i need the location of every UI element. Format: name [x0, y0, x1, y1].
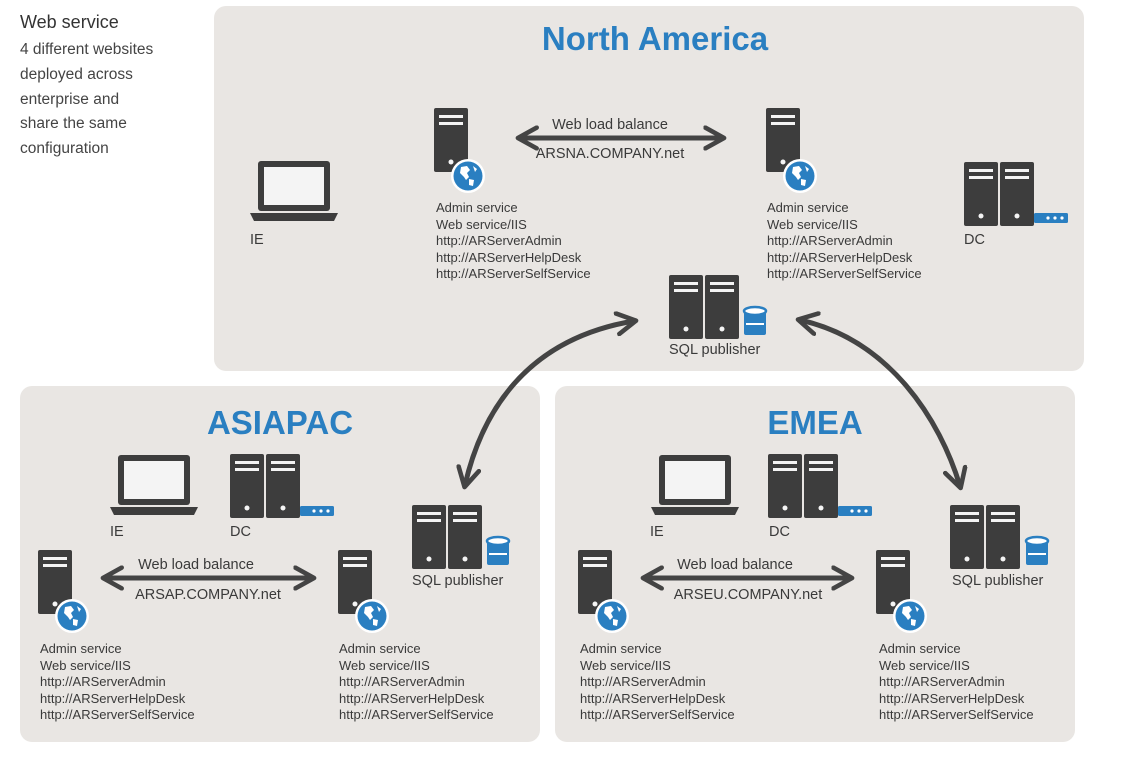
database-icon — [1024, 535, 1050, 567]
server-icon — [266, 454, 300, 518]
intro-line: deployed across — [20, 65, 133, 83]
rack-unit-icon — [300, 506, 334, 516]
replication-arrow-na-asiapac — [465, 321, 634, 485]
server-icon — [705, 275, 739, 339]
service-line: http://ARServerSelfService — [879, 707, 1034, 723]
intro-title: Web service — [20, 12, 119, 32]
server-icon — [448, 505, 482, 569]
service-list: Admin service Web service/IIS http://ARS… — [436, 200, 591, 283]
sql-publisher-label: SQL publisher — [669, 342, 761, 358]
server-icon — [950, 505, 984, 569]
service-line: Admin service — [767, 200, 849, 215]
dc-label: DC — [964, 232, 985, 248]
service-line: http://ARServerAdmin — [40, 674, 166, 690]
globe-icon — [55, 599, 89, 633]
dc-label: DC — [769, 524, 790, 540]
rack-unit-icon — [838, 506, 872, 516]
service-line: http://ARServerHelpDesk — [339, 690, 485, 706]
service-list: Admin service Web service/IIS http://ARS… — [879, 641, 1034, 724]
intro-line: enterprise and — [20, 90, 120, 108]
globe-icon — [451, 159, 485, 193]
intro-line: 4 different websites — [20, 41, 154, 58]
server-icon — [768, 454, 802, 518]
load-balance-label: Web load balance — [552, 117, 668, 133]
service-line: Web service/IIS — [436, 216, 527, 232]
service-line: Admin service — [40, 641, 122, 656]
service-line: Admin service — [580, 641, 662, 656]
service-list: Admin service Web service/IIS http://ARS… — [40, 641, 195, 724]
dc-label: DC — [230, 524, 251, 540]
service-line: http://ARServerSelfService — [767, 266, 922, 282]
ie-label: IE — [650, 524, 664, 540]
load-balance-label: Web load balance — [138, 557, 254, 573]
server-icon — [1000, 162, 1034, 226]
globe-icon — [783, 159, 817, 193]
service-line: http://ARServerAdmin — [339, 674, 465, 690]
intro-description: 4 different websites deployed across ent… — [20, 38, 210, 162]
service-line: Admin service — [879, 641, 961, 656]
service-line: Web service/IIS — [767, 216, 858, 232]
database-icon — [485, 535, 511, 567]
load-balance-host: ARSEU.COMPANY.net — [673, 587, 823, 603]
globe-icon — [595, 599, 629, 633]
region-title-north-america: North America — [541, 20, 769, 57]
sql-publisher-label: SQL publisher — [952, 573, 1044, 589]
load-balance-label: Web load balance — [677, 557, 793, 573]
server-icon — [986, 505, 1020, 569]
service-line: http://ARServerAdmin — [879, 674, 1005, 690]
server-icon — [230, 454, 264, 518]
ie-label: IE — [110, 524, 124, 540]
service-line: http://ARServerHelpDesk — [580, 690, 726, 706]
laptop-icon — [651, 455, 739, 515]
service-line: http://ARServerHelpDesk — [879, 690, 1025, 706]
region-title-asiapac: ASIAPAC — [206, 404, 354, 441]
globe-icon — [893, 599, 927, 633]
server-icon — [964, 162, 998, 226]
service-line: http://ARServerHelpDesk — [436, 249, 582, 265]
service-line: http://ARServerSelfService — [580, 707, 735, 723]
sql-publisher-label: SQL publisher — [412, 573, 504, 589]
ie-label: IE — [250, 232, 264, 248]
server-icon — [669, 275, 703, 339]
service-line: http://ARServerAdmin — [436, 233, 562, 249]
globe-icon — [355, 599, 389, 633]
server-icon — [412, 505, 446, 569]
service-line: Web service/IIS — [580, 657, 671, 673]
service-line: Web service/IIS — [40, 657, 131, 673]
region-north-america — [214, 6, 1084, 371]
rack-unit-icon — [1034, 213, 1068, 223]
service-line: Web service/IIS — [339, 657, 430, 673]
load-balance-host: ARSNA.COMPANY.net — [535, 146, 685, 162]
service-line: Web service/IIS — [879, 657, 970, 673]
load-balance-host: ARSAP.COMPANY.net — [135, 587, 281, 603]
service-line: http://ARServerSelfService — [40, 707, 195, 723]
service-line: http://ARServerHelpDesk — [40, 690, 186, 706]
intro-line: configuration — [20, 140, 109, 158]
database-icon — [742, 305, 768, 337]
service-line: http://ARServerAdmin — [767, 233, 893, 249]
intro-line: share the same — [20, 115, 127, 133]
service-line: Admin service — [436, 200, 518, 215]
service-list: Admin service Web service/IIS http://ARS… — [339, 641, 494, 724]
service-list: Admin service Web service/IIS http://ARS… — [767, 200, 922, 283]
service-list: Admin service Web service/IIS http://ARS… — [580, 641, 735, 724]
service-line: http://ARServerSelfService — [339, 707, 494, 723]
laptop-icon — [250, 161, 338, 221]
server-icon — [804, 454, 838, 518]
service-line: http://ARServerAdmin — [580, 674, 706, 690]
service-line: http://ARServerHelpDesk — [767, 249, 913, 265]
laptop-icon — [110, 455, 198, 515]
service-line: http://ARServerSelfService — [436, 266, 591, 282]
service-line: Admin service — [339, 641, 421, 656]
replication-arrow-na-emea — [800, 320, 960, 486]
